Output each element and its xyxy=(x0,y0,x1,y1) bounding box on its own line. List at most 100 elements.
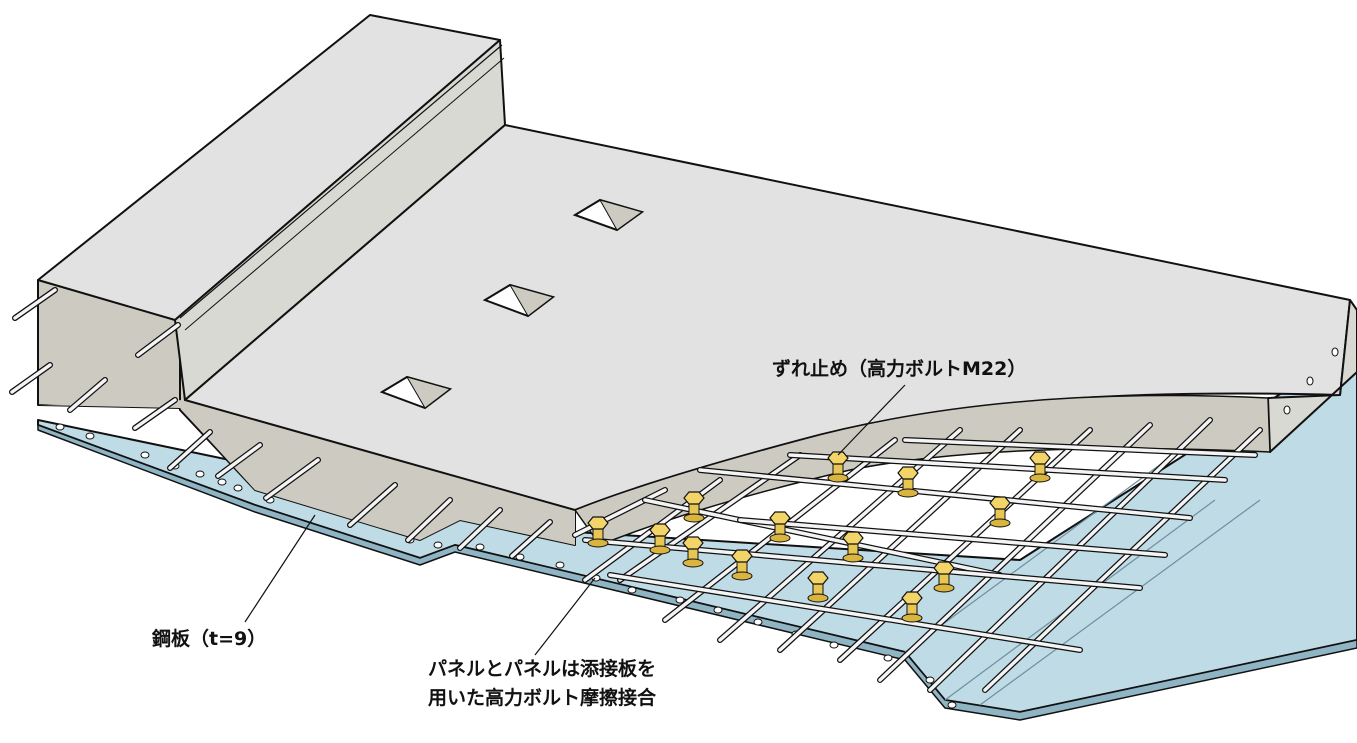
bolt-nut xyxy=(897,488,919,498)
bolt xyxy=(769,511,791,543)
bolt-head xyxy=(649,523,671,537)
opening-2-inner xyxy=(508,284,555,317)
bolt xyxy=(901,591,923,623)
bolt-nut xyxy=(933,583,955,593)
bolt-hole xyxy=(829,641,839,649)
transverse-rebar xyxy=(572,487,668,538)
bolt-hole xyxy=(555,561,565,569)
bolt-nut xyxy=(683,513,705,523)
protruding-rebar xyxy=(263,457,321,501)
bolt xyxy=(682,536,704,568)
bolt-hole xyxy=(433,541,443,549)
end-face-holes xyxy=(1283,347,1339,415)
label-steel-plate: 鋼板（t=9） xyxy=(151,627,266,650)
bolt xyxy=(683,491,705,523)
label-shear-connector: ずれ止め（高力ボルトM22） xyxy=(772,357,1026,380)
bolt-head xyxy=(587,516,609,530)
bolt-hole xyxy=(55,423,65,431)
bolt-hole xyxy=(85,432,95,440)
bolt-nut xyxy=(807,593,829,603)
bolt-head xyxy=(683,491,705,505)
bolt xyxy=(842,531,864,563)
longitudinal-rebar xyxy=(787,452,1228,483)
longitudinal-rebar xyxy=(697,467,1193,521)
protruding-rebar xyxy=(67,377,108,413)
bolt-hole xyxy=(140,451,150,459)
protruding-rebar xyxy=(9,362,53,395)
bolt-head xyxy=(731,549,753,563)
bolt-hole xyxy=(713,606,723,614)
bolt xyxy=(807,571,829,603)
concrete-rib-chamfer-2 xyxy=(184,57,505,331)
transverse-rebar xyxy=(927,417,1213,693)
concrete-cutaway-face xyxy=(573,394,1271,546)
bolt-head xyxy=(842,531,864,545)
bolt-nut xyxy=(769,533,791,543)
longitudinal-rebar xyxy=(737,517,1168,558)
bolt-hole xyxy=(925,676,935,684)
protruding-rebar xyxy=(167,429,213,471)
protruding-rebar xyxy=(405,497,453,543)
bolt-nut xyxy=(842,553,864,563)
protruding-rebar xyxy=(135,322,181,358)
concrete-rib-chamfer xyxy=(179,44,503,319)
bolt-hole xyxy=(195,470,205,478)
transverse-rebar xyxy=(982,427,1263,693)
leader-lines xyxy=(244,384,906,656)
bolt xyxy=(587,516,609,548)
protruding-rebar xyxy=(347,482,398,528)
bolt-head xyxy=(769,511,791,525)
protruding-rebar xyxy=(457,507,503,551)
bolt-hole xyxy=(947,701,957,709)
bolt-head xyxy=(933,561,955,575)
bolt-hole xyxy=(233,484,243,492)
bolt-nut xyxy=(682,558,704,568)
bolt-hole xyxy=(217,478,227,486)
transverse-rebar xyxy=(877,422,1153,683)
bolt-hole xyxy=(753,618,763,626)
bolt xyxy=(731,549,753,581)
bolt-head xyxy=(827,451,849,465)
protruding-rebars xyxy=(9,287,553,559)
bolt-head xyxy=(807,571,829,585)
bolt-nut xyxy=(827,473,849,483)
bolt xyxy=(827,451,849,483)
longitudinal-rebar xyxy=(607,572,1083,653)
bolt-nut xyxy=(1029,473,1051,483)
bolt-hole xyxy=(627,586,637,594)
label-joint-line2: 用いた高力ボルト摩擦接合 xyxy=(428,686,657,709)
bolt-hole xyxy=(475,543,485,551)
bolt-head xyxy=(1029,451,1051,465)
longitudinal-rebar xyxy=(582,537,1143,591)
bolt-hole xyxy=(883,654,893,662)
bolt xyxy=(897,466,919,498)
opening-3-inner xyxy=(405,376,452,409)
bolt xyxy=(989,496,1011,528)
bolt xyxy=(1029,451,1051,483)
bolt-nut xyxy=(587,538,609,548)
bolt xyxy=(649,523,671,555)
bolt-nut xyxy=(901,613,923,623)
high-strength-bolts xyxy=(587,451,1051,623)
opening-1-inner xyxy=(598,199,644,231)
leader-shear-connector xyxy=(837,384,906,456)
protruding-rebar xyxy=(132,397,178,431)
steel-plate-front-edge xyxy=(37,419,1357,721)
bolt-hole xyxy=(675,596,685,604)
concrete-openings xyxy=(379,198,645,410)
label-joint-line1: パネルとパネルは添接板を xyxy=(428,657,656,680)
protruding-rebar xyxy=(12,287,58,321)
bolt xyxy=(933,561,955,593)
leader-steel-plate xyxy=(244,514,316,623)
leader-joint xyxy=(534,577,596,656)
bolt-head xyxy=(989,496,1011,510)
bolt-nut xyxy=(649,545,671,555)
bolt-hole xyxy=(515,553,525,561)
longitudinal-rebar xyxy=(902,437,1258,458)
bolt-head xyxy=(897,466,919,480)
protruding-rebar xyxy=(509,519,553,559)
protruding-rebar xyxy=(215,442,263,479)
bolt-nut xyxy=(731,571,753,581)
bolt-head xyxy=(901,591,923,605)
